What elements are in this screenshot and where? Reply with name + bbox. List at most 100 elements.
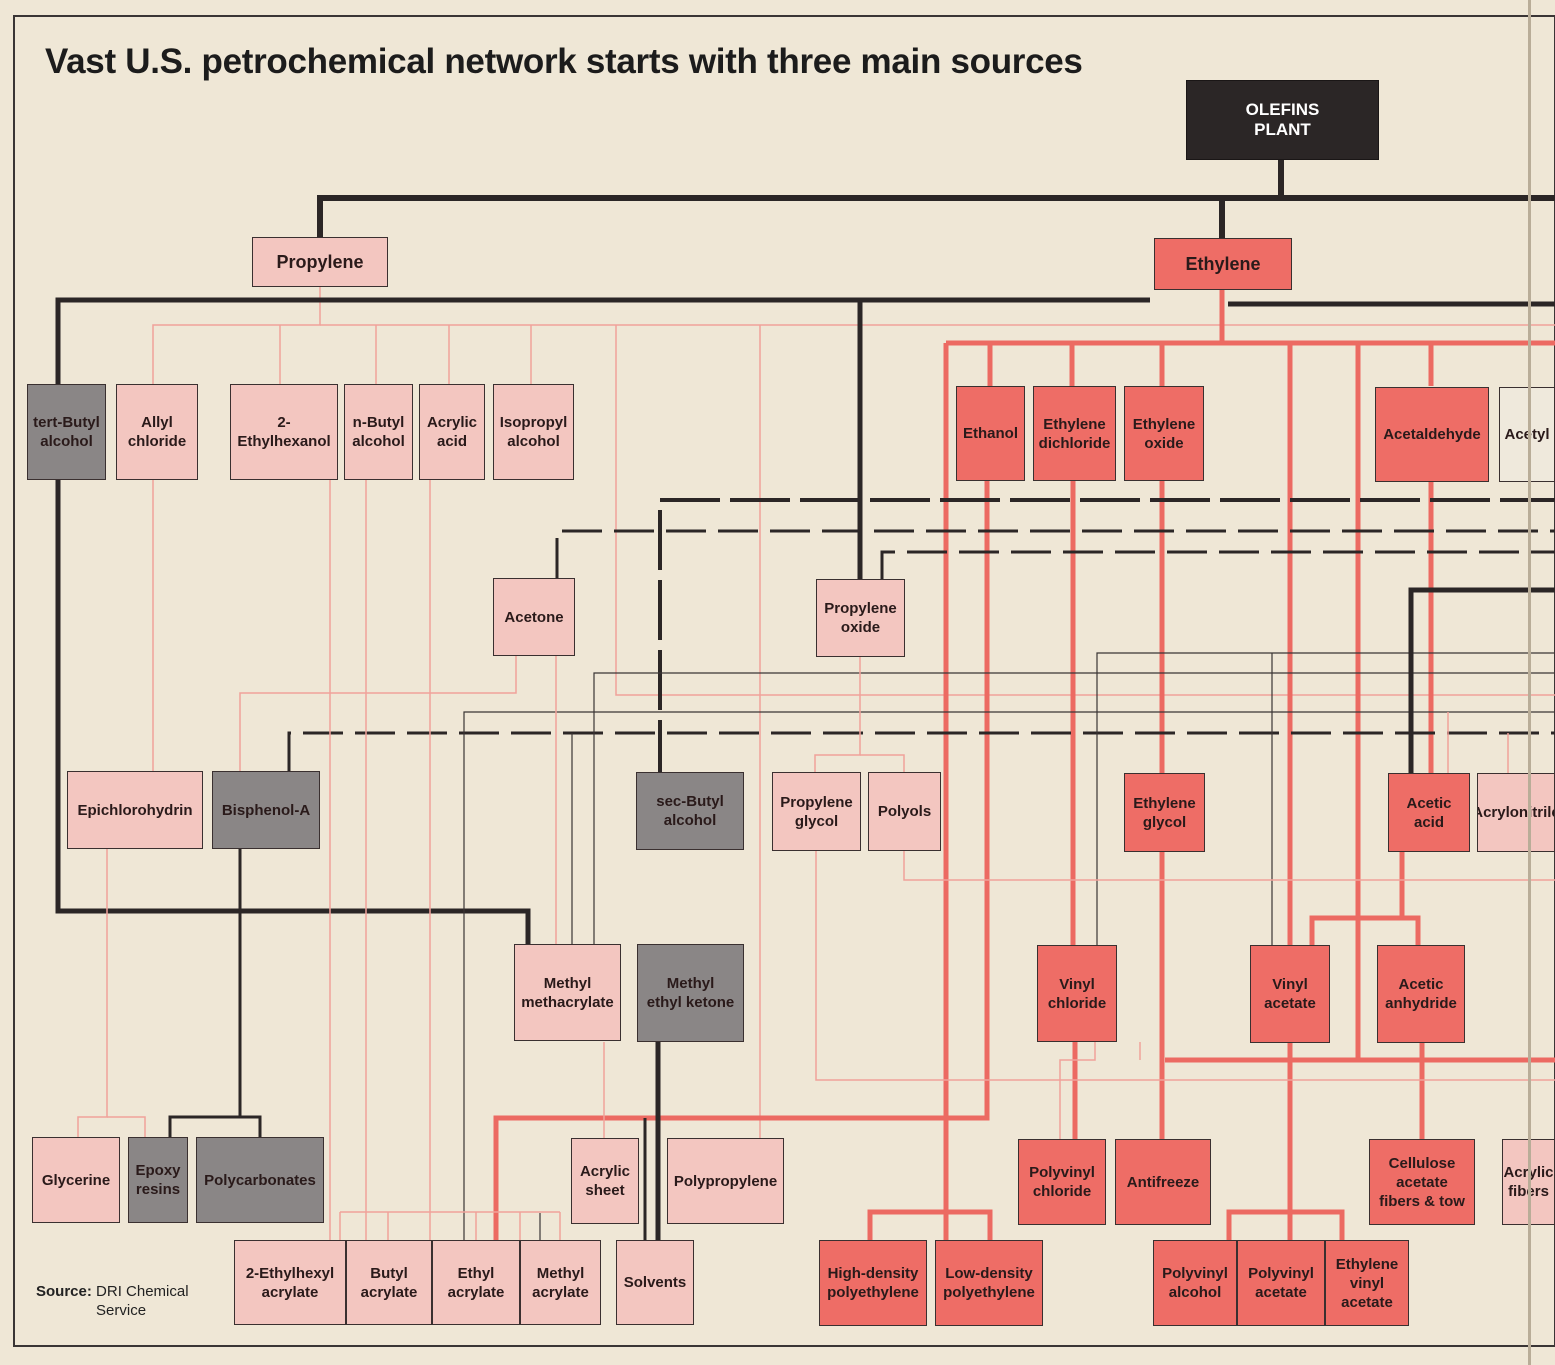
- connector-line: [815, 851, 1555, 1081]
- connector-line: [1402, 915, 1421, 945]
- node-acrylic-acid: Acrylic acid: [419, 384, 485, 480]
- connector-line: [55, 297, 1150, 384]
- node-acetaldehyde: Acetaldehyde: [1375, 387, 1489, 482]
- node-polycarbonates: Polycarbonates: [196, 1137, 324, 1223]
- connector-line: [1309, 852, 1405, 945]
- node-acetic-anhydride: Acetic anhydride: [1377, 945, 1465, 1043]
- connector-line: [860, 754, 905, 772]
- node-propylene-oxide: Propylene oxide: [816, 579, 905, 657]
- connector-line: [1226, 1209, 1345, 1240]
- node-sec-butyl-alcohol: sec-Butyl alcohol: [636, 772, 744, 850]
- connector-line: [77, 849, 108, 1137]
- node-label: Vinyl chloride: [1047, 975, 1107, 1012]
- connector-line: [239, 656, 517, 771]
- node-butyl-acrylate: Butyl acrylate: [346, 1240, 432, 1325]
- node-epichlorohydrin: Epichlorohydrin: [67, 771, 203, 849]
- node-label: Propylene: [276, 251, 364, 272]
- node-label: Isopropyl alcohol: [499, 414, 568, 450]
- node-acrylic-sheet: Acrylic sheet: [571, 1138, 639, 1224]
- node-ethylene: Ethylene: [1154, 238, 1292, 290]
- connector-line: [168, 849, 242, 1137]
- node-tert-butyl-alcohol: tert-Butyl alcohol: [27, 384, 106, 480]
- node-label: Bisphenol-A: [221, 801, 311, 819]
- node-label: Acetic anhydride: [1385, 976, 1457, 1012]
- node-ethyl-acrylate: Ethyl acrylate: [432, 1240, 520, 1325]
- node-label: Polyvinyl chloride: [1029, 1164, 1095, 1200]
- node-allyl-chloride: Allyl chloride: [116, 384, 198, 480]
- node-methyl-acrylate: Methyl acrylate: [520, 1240, 601, 1325]
- node-antifreeze: Antifreeze: [1115, 1139, 1211, 1225]
- connector-line: [55, 480, 531, 944]
- connector-line: [107, 1116, 146, 1137]
- node-label: OLEFINS PLANT: [1245, 100, 1320, 139]
- node-olefins-plant: OLEFINS PLANT: [1186, 80, 1379, 160]
- page-title: Vast U.S. petrochemical network starts w…: [45, 42, 1083, 81]
- node-label: Propylene oxide: [824, 600, 897, 636]
- node-polyols: Polyols: [868, 772, 941, 851]
- node-2-ethylhexanol: 2- Ethylhexanol: [230, 384, 338, 480]
- node-label: Acetyl: [1504, 426, 1550, 443]
- node-label: Solvents: [623, 1274, 687, 1291]
- node-label: tert-Butyl alcohol: [33, 414, 100, 450]
- source-credit: Source: DRI Chemical Service: [36, 1282, 189, 1320]
- connector-line: [555, 529, 1555, 578]
- connector-line: [1096, 652, 1555, 945]
- node-label: Epoxy resins: [135, 1162, 181, 1198]
- node-label: Polypropylene: [673, 1172, 778, 1190]
- connector-line: [1059, 1042, 1096, 1139]
- connector-line: [880, 550, 1555, 579]
- node-acrylonitrile: Acrylonitrile: [1477, 773, 1555, 852]
- node-label: Vinyl acetate: [1264, 976, 1316, 1012]
- node-label: Polyols: [877, 803, 932, 820]
- connector-line: [593, 672, 1555, 944]
- node-label: Ethylene vinyl acetate: [1335, 1255, 1399, 1311]
- node-acetyl: Acetyl: [1499, 387, 1555, 482]
- connector-line: [903, 851, 1555, 881]
- node-polypropylene: Polypropylene: [667, 1138, 784, 1224]
- node-label: Acrylic sheet: [579, 1163, 631, 1199]
- node-methyl-methacrylate: Methyl methacrylate: [514, 944, 621, 1041]
- node-polyvinyl-chloride: Polyvinyl chloride: [1018, 1139, 1106, 1225]
- node-label: Acrylic acid: [426, 414, 478, 450]
- connector-line: [493, 481, 990, 1240]
- node-propylene-glycol: Propylene glycol: [772, 772, 861, 851]
- node-epoxy-resins: Epoxy resins: [128, 1137, 188, 1223]
- node-label: Ethylene: [1185, 253, 1261, 274]
- node-label: Ethylene glycol: [1133, 794, 1196, 831]
- node-polyvinyl-acetate: Polyvinyl acetate: [1237, 1240, 1325, 1326]
- node-label: Acetic acid: [1406, 794, 1452, 831]
- node-label: Ethyl acrylate: [447, 1264, 505, 1301]
- node-polyvinyl-alcohol: Polyvinyl alcohol: [1153, 1240, 1237, 1326]
- node-propylene: Propylene: [252, 237, 388, 287]
- node-label: Methyl acrylate: [532, 1264, 589, 1301]
- node-label: Polycarbonates: [204, 1171, 316, 1189]
- node-methyl-ethyl-ketone: Methyl ethyl ketone: [637, 944, 744, 1042]
- node-low-density-polyethylene: Low-density polyethylene: [935, 1240, 1043, 1326]
- node-solvents: Solvents: [616, 1240, 694, 1325]
- node-glycerine: Glycerine: [32, 1137, 120, 1223]
- node-label: Epichlorohydrin: [77, 801, 193, 819]
- node-label: High-density polyethylene: [827, 1265, 919, 1301]
- connector-line: [463, 711, 1555, 1240]
- connector-line: [1408, 587, 1555, 773]
- node-vinyl-acetate: Vinyl acetate: [1250, 945, 1330, 1043]
- node-label: Propylene glycol: [780, 793, 853, 830]
- node-label: Acrylonitrile: [1478, 804, 1554, 821]
- node-label: Allyl chloride: [127, 414, 187, 450]
- node-2-ethylhexyl-acrylate: 2-Ethylhexyl acrylate: [234, 1240, 346, 1325]
- node-label: n-Butyl alcohol: [352, 414, 405, 450]
- node-label: Polyvinyl acetate: [1248, 1265, 1314, 1301]
- node-label: Glycerine: [41, 1171, 111, 1189]
- connector-line: [867, 1209, 993, 1240]
- connector-line: [240, 1115, 262, 1137]
- node-n-butyl-alcohol: n-Butyl alcohol: [344, 384, 413, 480]
- node-label: Polyvinyl alcohol: [1162, 1265, 1228, 1301]
- connector-line: [615, 325, 1555, 696]
- node-label: Cellulose acetate fibers & tow: [1379, 1154, 1465, 1210]
- node-label: Butyl acrylate: [360, 1264, 418, 1301]
- node-ethylene-glycol: Ethylene glycol: [1124, 773, 1205, 852]
- node-label: Ethanol: [963, 425, 1018, 442]
- node-label: 2-Ethylhexyl acrylate: [245, 1264, 335, 1301]
- node-ethylene-oxide: Ethylene oxide: [1124, 386, 1204, 481]
